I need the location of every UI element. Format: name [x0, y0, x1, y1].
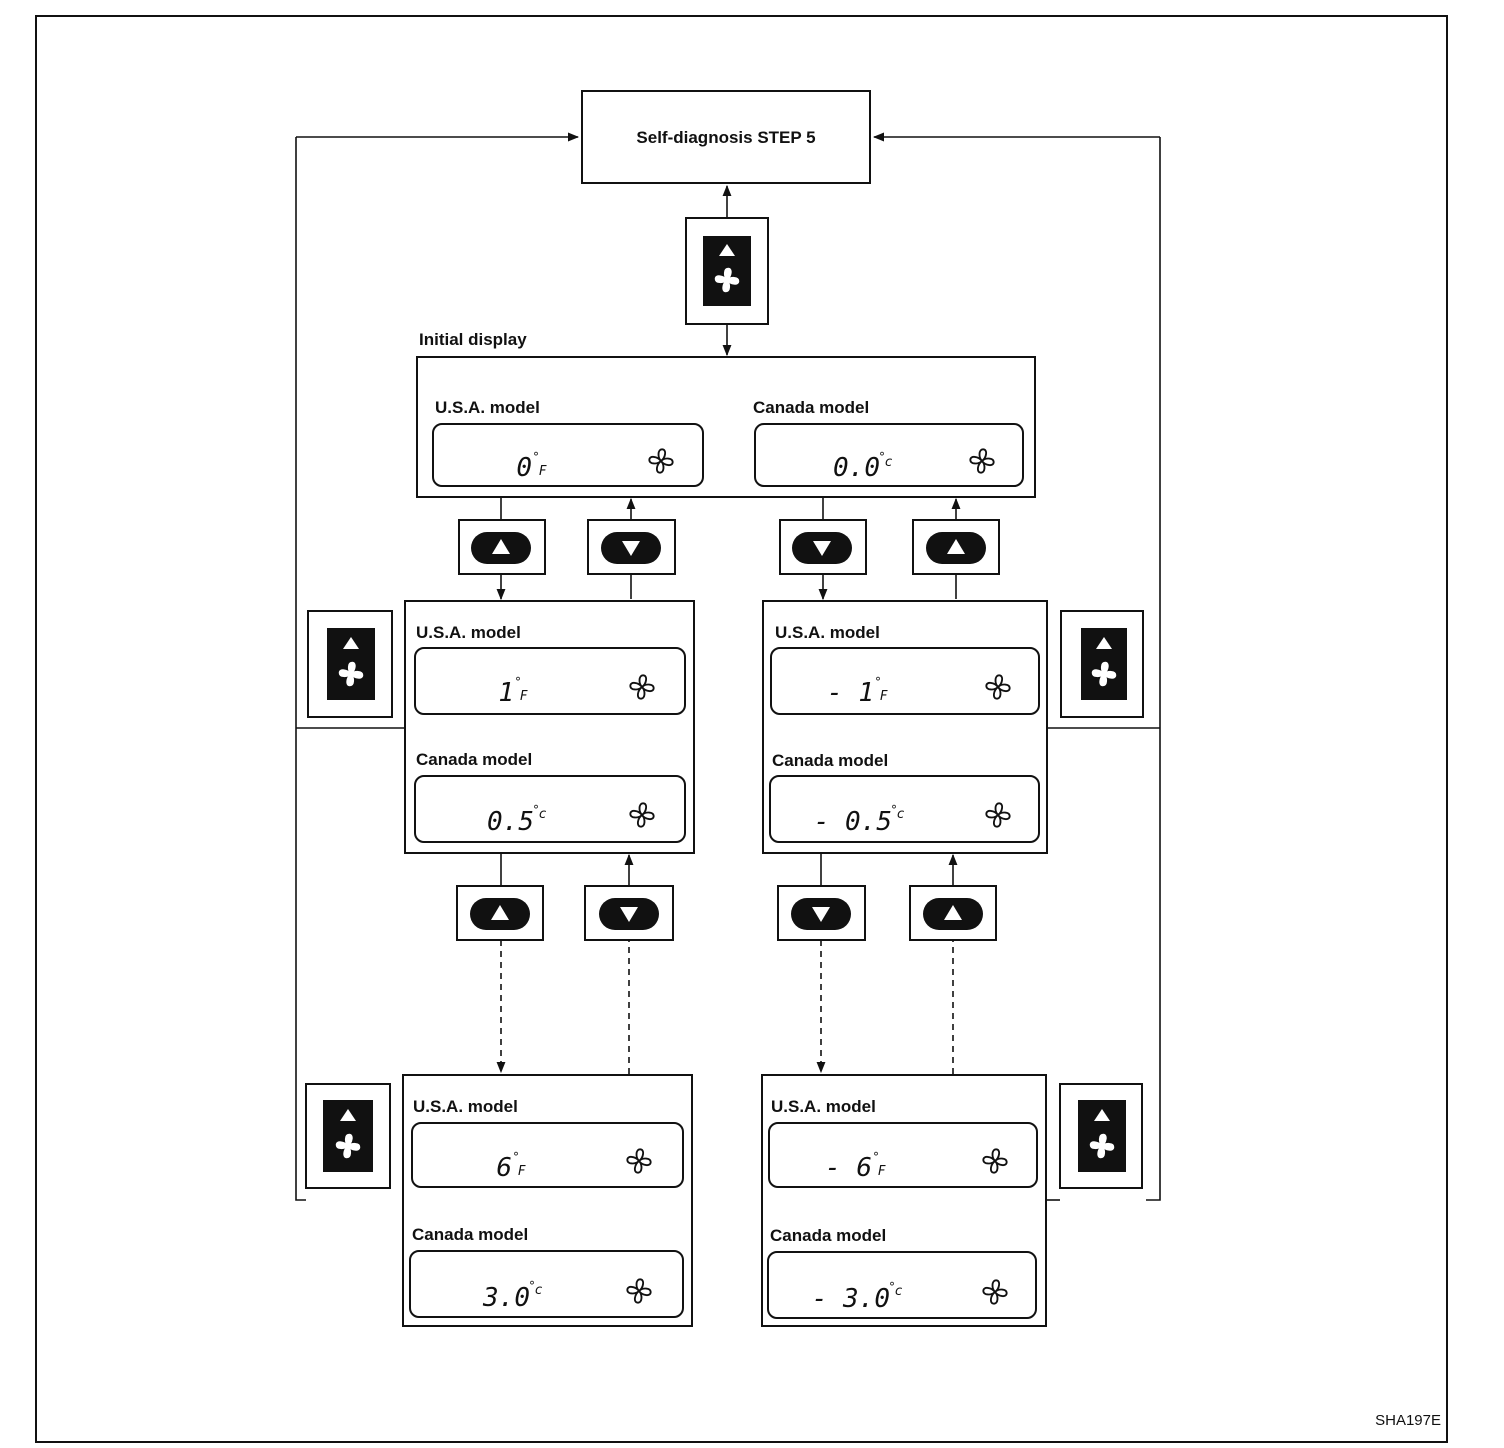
svg-text:°: ° [529, 1279, 535, 1293]
usa-lcd [414, 647, 686, 715]
canada-temp-value: 0.0 [833, 453, 880, 483]
svg-text:°: ° [515, 675, 521, 689]
svg-text:°: ° [889, 1280, 895, 1294]
figure-code: SHA197E [1375, 1412, 1441, 1429]
usa-lcd [770, 647, 1040, 715]
usa-temp-value: 1 [498, 678, 514, 708]
usa-temp-unit: F [539, 464, 547, 479]
down-triangle-icon [813, 541, 831, 556]
down-triangle-icon [622, 541, 640, 556]
temp-down-button-usa-1[interactable] [587, 519, 676, 575]
usa-lcd [768, 1122, 1038, 1188]
usa-lcd [411, 1122, 684, 1188]
row2-connectors [496, 853, 958, 1074]
svg-text:°: ° [533, 803, 539, 817]
up-triangle-icon [947, 539, 965, 554]
svg-text:°: ° [873, 1150, 879, 1164]
up-triangle-icon [1094, 1109, 1110, 1121]
canada-label: Canada model [753, 398, 869, 417]
svg-text:°: ° [891, 803, 897, 817]
svg-text:°: ° [513, 1150, 519, 1164]
usa-temp-value: - 1 [827, 678, 874, 708]
temp-up-button-canada-2[interactable] [909, 885, 997, 941]
fan-up-button-right-mid[interactable] [1060, 610, 1144, 718]
temp-down-button-usa-2[interactable] [584, 885, 674, 941]
canada-lcd [409, 1250, 684, 1318]
canada-temp-unit: c [885, 455, 892, 470]
up-triangle-icon [340, 1109, 356, 1121]
fan-up-button-right-bottom[interactable] [1059, 1083, 1143, 1189]
up-triangle-icon [343, 637, 359, 649]
svg-text:°: ° [879, 450, 885, 464]
canada-lcd [769, 775, 1040, 843]
svg-text:°: ° [875, 675, 881, 689]
loop-connectors [295, 132, 1161, 1201]
usa-temp-value: - 6 [825, 1153, 872, 1183]
usa-temp-unit: F [878, 1164, 886, 1179]
fan-up-button-top[interactable] [685, 217, 769, 325]
temp-down-button-canada-1[interactable] [779, 519, 867, 575]
temp-up-button-canada-1[interactable] [912, 519, 1000, 575]
canada-temp-value: - 0.5 [814, 807, 892, 837]
usa-temp-value: 6 [496, 1153, 512, 1183]
fan-up-button-left-bottom[interactable] [305, 1083, 391, 1189]
down-triangle-icon [620, 907, 638, 922]
canada-temp-unit: c [897, 807, 904, 822]
canada-label: Canada model [412, 1225, 528, 1244]
up-triangle-icon [719, 244, 735, 256]
canada-lcd [414, 775, 686, 843]
usa-temp-unit: F [520, 689, 528, 704]
usa-label: U.S.A. model [416, 623, 521, 642]
canada-temp-value: - 3.0 [812, 1284, 890, 1314]
fan-up-button-left-mid[interactable] [307, 610, 393, 718]
figure-frame [35, 15, 1448, 1443]
row1-connectors [496, 497, 961, 601]
up-triangle-icon [944, 905, 962, 920]
canada-lcd [767, 1251, 1037, 1319]
temp-up-button-usa-2[interactable] [456, 885, 544, 941]
up-triangle-icon [492, 539, 510, 554]
canada-label: Canada model [770, 1226, 886, 1245]
up-triangle-icon [491, 905, 509, 920]
canada-label: Canada model [416, 750, 532, 769]
temp-down-button-canada-2[interactable] [777, 885, 866, 941]
initial-display-label: Initial display [419, 330, 527, 349]
usa-label: U.S.A. model [775, 623, 880, 642]
usa-lcd [432, 423, 704, 487]
canada-temp-unit: c [535, 1283, 542, 1298]
usa-label: U.S.A. model [413, 1097, 518, 1116]
canada-temp-unit: c [539, 807, 546, 822]
step5-box [581, 90, 871, 184]
canada-temp-unit: c [895, 1284, 902, 1299]
usa-temp-unit: F [518, 1164, 526, 1179]
usa-label: U.S.A. model [771, 1097, 876, 1116]
usa-temp-value: 0 [516, 453, 532, 483]
down-triangle-icon [812, 907, 830, 922]
canada-temp-value: 0.5 [487, 807, 534, 837]
svg-text:°: ° [533, 450, 539, 464]
up-triangle-icon [1096, 637, 1112, 649]
canada-label: Canada model [772, 751, 888, 770]
canada-temp-value: 3.0 [482, 1283, 530, 1313]
step5-title: Self-diagnosis STEP 5 [636, 128, 815, 147]
canada-lcd [754, 423, 1024, 487]
usa-temp-unit: F [880, 689, 888, 704]
usa-label: U.S.A. model [435, 398, 540, 417]
temp-up-button-usa-1[interactable] [458, 519, 546, 575]
